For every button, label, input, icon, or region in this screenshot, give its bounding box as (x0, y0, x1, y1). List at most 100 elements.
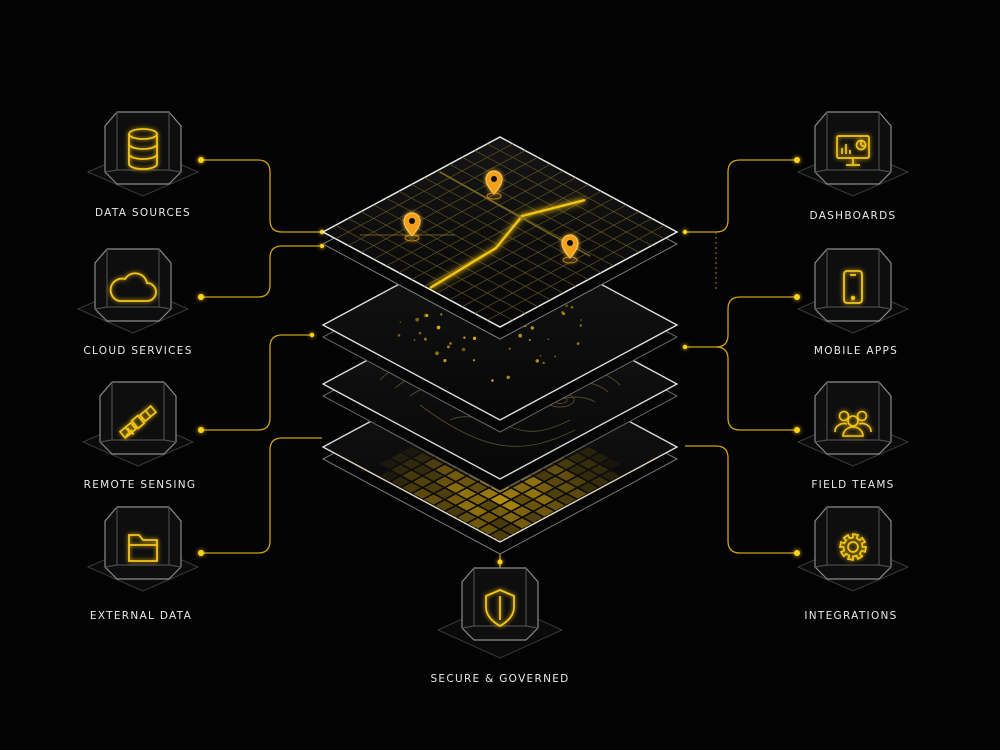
heatmap-cell (379, 458, 399, 469)
heatmap-cell (523, 500, 543, 511)
data-point-dot (547, 338, 550, 341)
folder-icon (128, 534, 158, 562)
heatmap-cell (468, 494, 488, 505)
map-grid-line (449, 204, 627, 301)
heatmap-cell (402, 458, 421, 469)
heatmap-cell (468, 506, 488, 517)
database-icon (128, 128, 158, 170)
cloud-services-label: CLOUD SERVICES (83, 345, 193, 357)
map-grid-line (436, 197, 614, 294)
mobile-apps-label: MOBILE APPS (813, 345, 899, 357)
heatmap-cell (534, 506, 554, 517)
heatmap-cell (413, 488, 432, 499)
remote-sensing-label: REMOTE SENSING (83, 479, 197, 491)
heatmap-cell (568, 452, 587, 464)
map-grid-line (360, 211, 539, 307)
cube-frame (104, 111, 182, 185)
heatmap-cell (479, 488, 499, 499)
heatmap-cell (402, 447, 421, 458)
data-point-dot (554, 355, 556, 358)
heatmap-cell (391, 476, 410, 487)
heatmap-cell (545, 464, 565, 475)
data-point-dot (418, 331, 422, 335)
heatmap-cell (446, 470, 466, 481)
data-point-dot (461, 347, 466, 352)
heatmap-cell (512, 518, 532, 529)
map-grid-line (335, 224, 513, 321)
heatmap-cell (556, 458, 576, 469)
mobile-apps-node (796, 248, 910, 334)
heatmap-cell (457, 500, 477, 511)
data-point-dot (539, 354, 542, 357)
heatmap-cell (435, 476, 455, 487)
heatmap-cell (424, 458, 444, 469)
team-users-icon (834, 410, 872, 437)
heatmap-cell (435, 464, 455, 475)
data-point-dot (397, 334, 401, 337)
data-point-dot (399, 321, 402, 324)
heatmap-cell (545, 476, 565, 487)
external-data-label: EXTERNAL DATA (89, 610, 193, 622)
heatmap-cell (391, 464, 410, 475)
dashboards-node (796, 111, 910, 197)
heatmap-cell (446, 482, 466, 493)
integrations-node (796, 506, 910, 592)
map-grid-line (398, 190, 577, 287)
heatmap-cell (435, 488, 455, 499)
heatmap-cell (534, 470, 554, 481)
heatmap-cell (501, 512, 521, 523)
heatmap-cell (424, 470, 444, 481)
map-grid-line (348, 218, 526, 314)
data-point-dot (436, 325, 441, 330)
heatmap-cell (556, 482, 576, 493)
map-pins (403, 170, 579, 264)
heatmap-cell (556, 470, 576, 481)
heatmap-cell (490, 530, 510, 541)
heatmap-cell (468, 482, 488, 493)
data-point-dot (425, 314, 429, 318)
integrations-label: INTEGRATIONS (804, 610, 898, 622)
heatmap-cell (579, 447, 598, 458)
field-teams-node (796, 381, 910, 467)
dashboards-label: DASHBOARDS (809, 210, 897, 222)
heatmap-cell (579, 482, 598, 493)
cloud-icon (109, 272, 157, 302)
heatmap-cell (446, 506, 466, 517)
heatmap-cell (446, 494, 466, 505)
heatmap-cell (545, 500, 565, 511)
heatmap-cell (601, 458, 621, 469)
heatmap-cell (579, 458, 598, 469)
heatmap-cell (490, 494, 510, 505)
heatmap-cell (435, 500, 455, 511)
heatmap-cell (413, 464, 432, 475)
data-point-dot (560, 310, 565, 315)
heatmap-cell (479, 524, 499, 535)
heatmap-cell (534, 482, 554, 493)
map-pin-icon (561, 234, 579, 264)
data-point-dot (506, 375, 510, 380)
heatmap-cell (501, 524, 521, 535)
heatmap-cell (413, 476, 432, 487)
data-point-dot (542, 361, 545, 365)
heatmap-cell (545, 488, 565, 499)
data-point-dot (528, 338, 531, 342)
external-data-node (86, 506, 200, 592)
heatmap-cell (379, 470, 399, 481)
heatmap-cell (490, 518, 510, 529)
heatmap-cell (568, 464, 587, 475)
heatmap-cell (391, 452, 410, 464)
mobile-phone-icon (843, 270, 863, 304)
data-point-dot (579, 324, 582, 327)
heatmap-cell (590, 476, 609, 487)
heatmap-cell (402, 482, 421, 493)
heatmap-cell (501, 488, 521, 499)
heatmap-cell (523, 488, 543, 499)
gear-icon (838, 532, 868, 562)
heatmap-cell (568, 476, 587, 487)
heatmap-cell (413, 452, 432, 464)
heatmap-cell (457, 488, 477, 499)
data-point-dot (413, 339, 416, 341)
shield-icon (485, 589, 515, 628)
